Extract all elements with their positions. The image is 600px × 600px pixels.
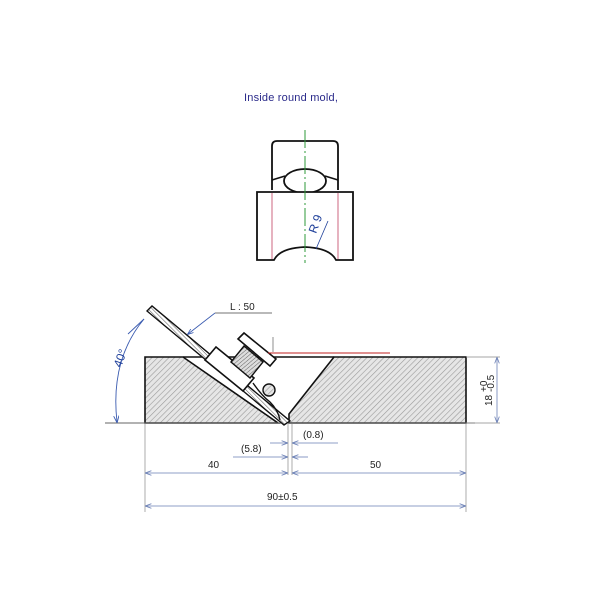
height-tol-upper: +0	[479, 380, 490, 392]
top-view: R 9	[256, 130, 354, 263]
dim-total-label: 90±0.5	[267, 492, 298, 503]
height-tol-lower: -0.5	[486, 374, 497, 392]
offset-b-label: (0.8)	[303, 430, 324, 441]
dim-left-label: 40	[208, 460, 220, 471]
blade-length-label: L : 50	[230, 302, 255, 313]
dim-right-label: 50	[370, 460, 382, 471]
drawing-title: Inside round mold,	[244, 92, 339, 104]
height-label: 18	[484, 394, 495, 406]
main-view: L : 50 40° 18 +0 -0.5 (0.8) (5.8) 40 50	[105, 302, 500, 512]
angle-label: 40°	[111, 347, 130, 369]
radius-label: R 9	[306, 212, 326, 235]
offset-a-label: (5.8)	[241, 444, 262, 455]
